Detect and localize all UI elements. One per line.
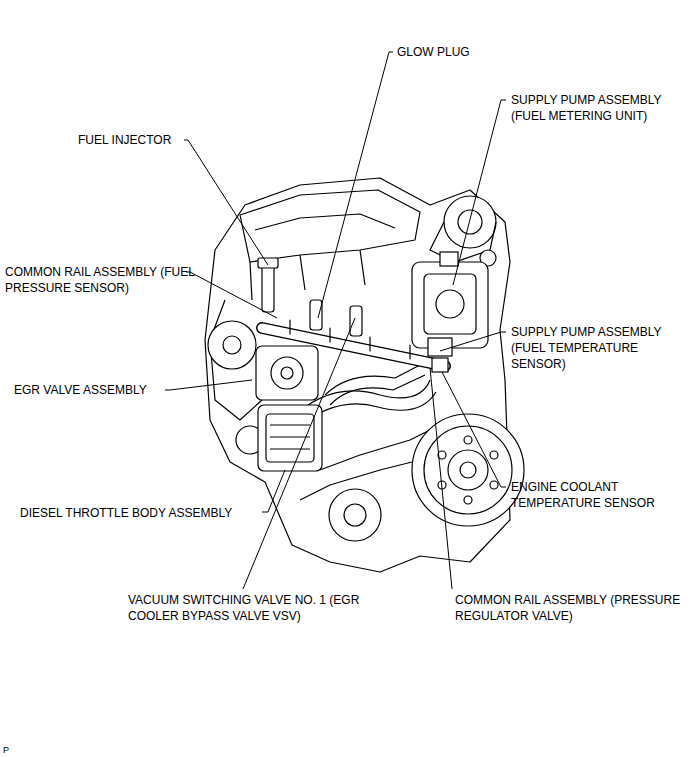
leader-lines-part	[184, 140, 268, 265]
leader-lines-part	[453, 100, 506, 285]
part-label: COMMON RAIL ASSEMBLY (FUEL PRESSURE SENS…	[5, 264, 201, 296]
egr-valve	[256, 346, 318, 400]
turbocharger-part	[444, 196, 496, 248]
turbocharger	[430, 196, 496, 266]
egr-valve-part	[281, 367, 293, 379]
common-rail-part	[432, 358, 448, 372]
part-label: SUPPLY PUMP ASSEMBLY (FUEL TEMPERATURE S…	[511, 324, 683, 372]
supply-pump	[412, 252, 488, 356]
flywheel	[412, 414, 524, 526]
pulleys	[208, 321, 381, 541]
part-label: ENGINE COOLANT TEMPERATURE SENSOR	[511, 479, 683, 511]
leader-lines-part	[440, 332, 506, 351]
leader-lines-part	[442, 372, 506, 487]
flywheel-part	[490, 481, 498, 489]
part-label: EGR VALVE ASSEMBLY	[14, 382, 147, 398]
injectors-part	[350, 306, 362, 336]
flywheel-part	[490, 451, 498, 459]
part-label: GLOW PLUG	[397, 44, 470, 60]
pulleys-part	[223, 336, 241, 354]
flywheel-part	[448, 450, 488, 490]
flywheel-part	[464, 436, 472, 444]
leader-lines-part	[318, 52, 393, 318]
engine-block-part	[255, 214, 395, 230]
turbocharger-part	[458, 210, 482, 234]
supply-pump-part	[428, 338, 452, 356]
flywheel-part	[464, 496, 472, 504]
supply-pump-part	[424, 274, 476, 334]
flywheel-part	[460, 462, 476, 478]
pulleys-part	[208, 321, 256, 369]
leader-lines-part	[262, 470, 285, 512]
throttle-body-part	[270, 425, 310, 449]
throttle-body	[258, 405, 322, 471]
part-label: FUEL INJECTOR	[78, 132, 171, 148]
supply-pump-part	[412, 262, 488, 348]
part-label: DIESEL THROTTLE BODY ASSEMBLY	[20, 505, 232, 521]
leader-lines-part	[243, 318, 355, 589]
throttle-body-part	[258, 405, 322, 471]
leader-lines-part	[186, 272, 277, 318]
leader-lines-part	[165, 380, 252, 390]
pulleys-part	[344, 504, 366, 526]
leader-lines-part	[430, 368, 452, 589]
part-label: VACUUM SWITCHING VALVE NO. 1 (EGR COOLER…	[128, 592, 370, 624]
egr-valve-part	[271, 357, 303, 389]
injectors	[258, 258, 362, 336]
supply-pump-part	[440, 252, 458, 266]
pulleys-part	[329, 489, 381, 541]
engine-block-part	[330, 375, 425, 405]
engine-block-part	[325, 365, 420, 395]
part-label: COMMON RAIL ASSEMBLY (PRESSURE REGULATOR…	[455, 592, 685, 624]
injectors-part	[262, 262, 274, 312]
engine-block-part	[240, 190, 420, 262]
throttle-body-part	[266, 414, 314, 462]
flywheel-part	[412, 414, 524, 526]
supply-pump-part	[436, 290, 464, 318]
egr-valve-part	[256, 346, 318, 400]
part-label: SUPPLY PUMP ASSEMBLY (FUEL METERING UNIT…	[511, 92, 683, 124]
injectors-part	[310, 300, 322, 330]
injectors-part	[258, 258, 278, 268]
part-label: P	[3, 742, 9, 757]
